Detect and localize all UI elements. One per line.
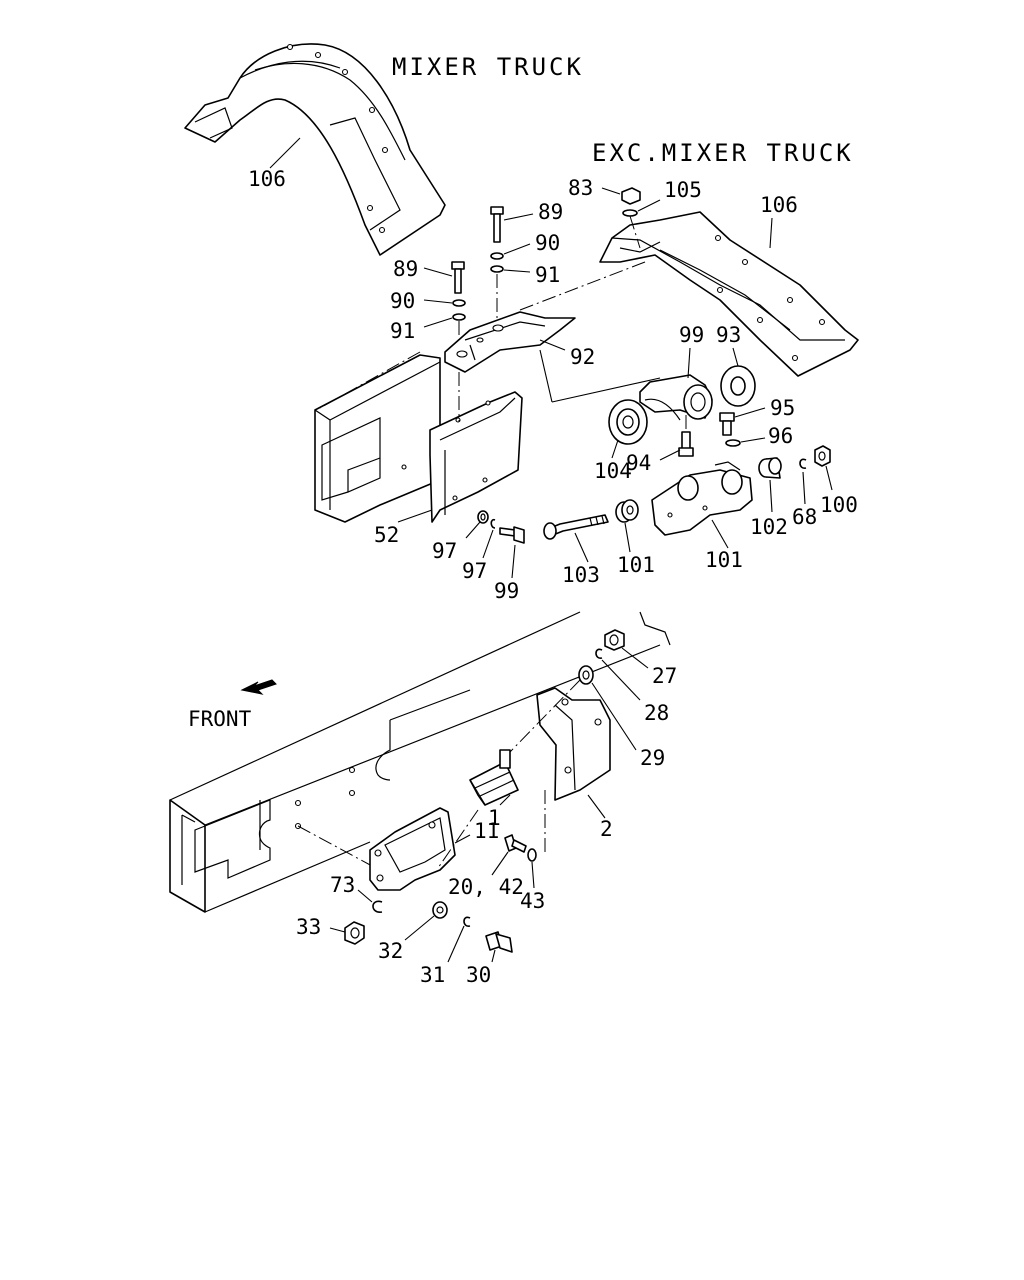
callout-27: 27 <box>652 664 677 688</box>
callout-30: 30 <box>466 963 491 987</box>
callout-1: 1 <box>488 806 501 830</box>
callout-20-42: 20, 42 <box>448 875 524 899</box>
callout-96: 99 <box>494 579 519 603</box>
callout-105: 105 <box>664 178 702 202</box>
washer-29 <box>578 665 594 685</box>
mount-1 <box>469 749 519 806</box>
callout-90-b: 90 <box>390 289 415 313</box>
washer-73 <box>372 900 383 913</box>
bolt-89-b <box>451 261 465 294</box>
bolt-99-a <box>678 431 694 457</box>
washer-32 <box>432 901 448 919</box>
callout-94: 97 <box>432 539 457 563</box>
callout-104: 96 <box>768 424 793 448</box>
callout-106-mixer: 106 <box>248 167 286 191</box>
title-mixer-truck: MIXER TRUCK <box>392 53 584 81</box>
callout-90-a: 90 <box>535 231 560 255</box>
frame-stub-upper <box>314 354 441 523</box>
callout-99-b: 95 <box>770 396 795 420</box>
callout-101-b: 102 <box>750 515 788 539</box>
washer-95 <box>490 518 496 529</box>
front-label: FRONT <box>188 707 252 731</box>
callout-101-a: 101 <box>617 553 655 577</box>
callout-52: 99 <box>679 323 704 347</box>
nut-33 <box>344 921 365 945</box>
callout-2: 2 <box>600 817 613 841</box>
callout-92: 92 <box>570 345 595 369</box>
washer-90-b <box>452 299 466 307</box>
bracket-93 <box>401 391 523 523</box>
bolt-89-a <box>490 206 504 243</box>
fender-mixer-106 <box>184 43 446 256</box>
washer-43 <box>527 848 537 862</box>
bracket-92 <box>444 311 576 373</box>
callout-33: 33 <box>296 915 321 939</box>
callout-100: 100 <box>820 493 858 517</box>
bolt-99-b <box>719 412 735 436</box>
washer-68 <box>799 458 807 469</box>
callout-32: 32 <box>378 939 403 963</box>
callout-91-a: 91 <box>535 263 560 287</box>
callout-73: 73 <box>330 873 355 897</box>
callout-95: 97 <box>462 559 487 583</box>
bolt-96 <box>499 526 525 544</box>
nut-100 <box>814 445 831 467</box>
callout-83: 83 <box>568 176 593 200</box>
bolt-20-42 <box>504 834 527 853</box>
washer-94 <box>477 510 489 524</box>
washer-105 <box>622 209 638 217</box>
callout-68: 68 <box>792 505 817 529</box>
front-arrow-icon <box>240 679 277 695</box>
title-exc-mixer-truck: EXC.MIXER TRUCK <box>592 139 854 167</box>
washer-104 <box>725 439 741 447</box>
bolt-103 <box>543 514 609 540</box>
callout-31: 31 <box>420 963 445 987</box>
bushing-101-b <box>758 457 782 479</box>
callout-97-a: 104 <box>594 459 632 483</box>
callout-28: 28 <box>644 701 669 725</box>
nut-83 <box>621 187 641 205</box>
washer-91-b <box>452 313 466 321</box>
washer-28 <box>595 648 603 659</box>
washer-91-a <box>490 265 504 273</box>
callout-11: 11 <box>474 819 499 843</box>
bushing-101-a <box>615 499 639 523</box>
callout-99-a: 94 <box>626 451 651 475</box>
bracket-52 <box>639 374 713 421</box>
bracket-102 <box>651 461 753 536</box>
washer-31 <box>463 916 471 927</box>
bushing-97-a <box>608 399 648 445</box>
washer-90-a <box>490 252 504 260</box>
callout-91-b: 91 <box>390 319 415 343</box>
callout-106-exc: 106 <box>760 193 798 217</box>
nut-27 <box>604 629 625 651</box>
callout-29: 29 <box>640 746 665 770</box>
callout-89-a: 89 <box>538 200 563 224</box>
bushing-97-b <box>720 365 756 407</box>
callout-97-b: 93 <box>716 323 741 347</box>
bracket-2 <box>536 687 611 801</box>
callout-43: 43 <box>520 889 545 913</box>
bracket-11 <box>369 807 456 891</box>
fender-exc-106 <box>599 211 859 377</box>
callout-102: 101 <box>705 548 743 572</box>
callout-93: 52 <box>374 523 399 547</box>
callout-89-b: 89 <box>393 257 418 281</box>
bolt-30 <box>485 931 513 953</box>
callout-103: 103 <box>562 563 600 587</box>
